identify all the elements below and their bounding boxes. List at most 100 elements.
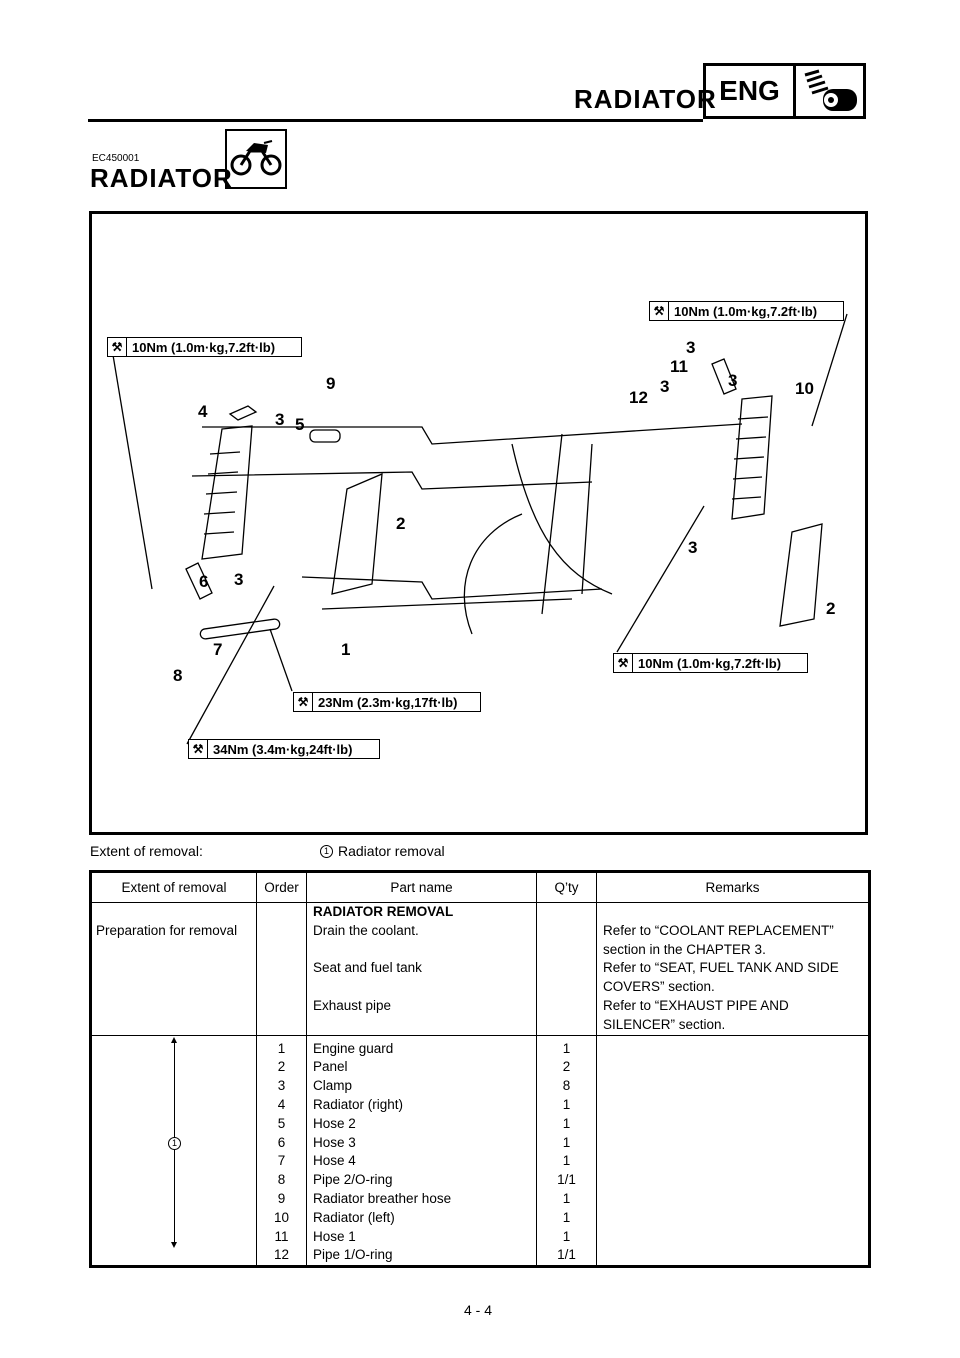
order-cell: 11 — [274, 1228, 289, 1244]
qty-cell: 1 — [562, 1040, 571, 1056]
table-row: 1 1 2 3 4 5 6 7 8 9 10 11 12 Engine guar… — [89, 1035, 871, 1269]
table-row: Preparation for removal RADIATOR REMOVAL… — [89, 902, 871, 1036]
page-number: 4 - 4 — [464, 1302, 493, 1318]
order-cell: 1 — [277, 1040, 286, 1056]
callout-number: 9 — [326, 374, 336, 393]
col-header: Extent of removal — [89, 870, 257, 903]
torque-spec: ⚒23Nm (2.3m·kg,17ft·lb) — [293, 692, 481, 712]
qty-cell: 1 — [562, 1190, 571, 1206]
callout-number: 12 — [629, 388, 648, 407]
callout-number: 6 — [199, 572, 209, 591]
order-cell: 6 — [277, 1134, 286, 1150]
remark-text: section in the CHAPTER 3. — [603, 941, 766, 957]
callout-number: 3 — [728, 371, 738, 390]
order-cell: 12 — [273, 1247, 290, 1263]
col-header: Q’ty — [536, 870, 597, 903]
col-header: Remarks — [596, 870, 871, 903]
wrench-icon: ⚒ — [108, 338, 127, 356]
order-cell: 5 — [277, 1115, 286, 1131]
qty-cell: 1 — [562, 1228, 571, 1244]
callout-number: 7 — [213, 640, 223, 659]
qty-cell: 1/1 — [557, 1247, 576, 1263]
part-name-cell: Hose 3 — [313, 1134, 356, 1150]
qty-cell: 8 — [562, 1078, 571, 1094]
part-name-cell: Clamp — [313, 1078, 353, 1094]
order-cell: 2 — [277, 1059, 286, 1075]
col-header: Part name — [306, 870, 537, 903]
remark-text: COVERS” section. — [603, 979, 715, 995]
remark-text: Refer to “SEAT, FUEL TANK AND SIDE — [603, 960, 839, 976]
extent-text: Radiator removal — [338, 843, 445, 859]
chapter-tab: ENG — [703, 63, 866, 119]
qty-cell: 1 — [562, 1134, 571, 1150]
circled-marker: 1 — [320, 844, 333, 858]
extent-value: 1 Radiator removal — [320, 843, 445, 859]
callout-number: 3 — [686, 338, 696, 357]
prep-step: Drain the coolant. — [313, 922, 419, 938]
remark-text: Refer to “COOLANT REPLACEMENT” — [603, 922, 834, 938]
callout-number: 3 — [275, 410, 285, 429]
order-cell: 7 — [277, 1153, 286, 1169]
order-cell: 3 — [277, 1078, 286, 1094]
remark-text: SILENCER” section. — [603, 1016, 726, 1032]
part-name-cell: Pipe 1/O-ring — [313, 1247, 393, 1263]
part-name-cell: Pipe 2/O-ring — [313, 1172, 393, 1188]
col-header: Order — [256, 870, 307, 903]
callout-number: 1 — [341, 640, 351, 659]
qty-cell: 1/1 — [557, 1172, 576, 1188]
engine-icon — [796, 66, 863, 116]
callout-number: 11 — [670, 357, 688, 376]
callout-number: 3 — [234, 570, 244, 589]
order-cell: 8 — [277, 1172, 286, 1188]
torque-spec: ⚒10Nm (1.0m·kg,7.2ft·lb) — [649, 301, 844, 321]
wrench-icon: ⚒ — [614, 654, 633, 672]
part-name-cell: Radiator (right) — [313, 1096, 404, 1112]
extent-label: Extent of removal: — [90, 843, 203, 859]
prep-step: Seat and fuel tank — [313, 960, 422, 976]
section-code: EC450001 — [92, 153, 140, 164]
table-header-row: Extent of removal Order Part name Q’ty R… — [89, 870, 871, 903]
order-cell: 10 — [273, 1209, 290, 1225]
arrow-down-icon — [171, 1241, 177, 1248]
qty-cell: 1 — [562, 1209, 571, 1225]
arrow-up-icon — [171, 1036, 177, 1043]
order-cell: 9 — [277, 1190, 286, 1206]
prep-step: Exhaust pipe — [313, 997, 392, 1013]
part-name-cell: Hose 1 — [313, 1228, 356, 1244]
running-header-title: RADIATOR — [574, 84, 717, 114]
qty-cell: 2 — [562, 1059, 571, 1075]
parts-table: Extent of removal Order Part name Q’ty R… — [89, 870, 871, 1269]
callout-number: 8 — [173, 666, 183, 685]
chapter-tag: ENG — [706, 66, 796, 116]
section-title: RADIATOR — [90, 163, 233, 193]
part-name-cell: Hose 4 — [313, 1153, 356, 1169]
procedure-heading: RADIATOR REMOVAL — [313, 904, 454, 919]
exploded-diagram: ⚒10Nm (1.0m·kg,7.2ft·lb) ⚒10Nm (1.0m·kg,… — [89, 211, 868, 835]
callout-number: 10 — [795, 379, 814, 398]
qty-cell: 1 — [562, 1115, 571, 1131]
part-name-cell: Radiator breather hose — [313, 1190, 452, 1206]
part-name-cell: Hose 2 — [313, 1115, 356, 1131]
motorcycle-icon — [225, 129, 287, 189]
callout-number: 5 — [295, 415, 305, 434]
callout-number: 3 — [660, 377, 670, 396]
remark-text: Refer to “EXHAUST PIPE AND — [603, 997, 789, 1013]
part-name-cell: Radiator (left) — [313, 1209, 395, 1225]
order-cell: 4 — [277, 1096, 286, 1112]
part-name-cell: Panel — [313, 1059, 348, 1075]
callout-number: 2 — [396, 514, 406, 533]
prep-label: Preparation for removal — [96, 922, 238, 938]
qty-cell: 1 — [562, 1153, 571, 1169]
qty-cell: 1 — [562, 1096, 571, 1112]
callout-number: 4 — [198, 402, 208, 421]
torque-spec: ⚒34Nm (3.4m·kg,24ft·lb) — [188, 739, 380, 759]
circled-marker: 1 — [168, 1136, 181, 1150]
header-rule — [88, 119, 703, 122]
callout-number: 3 — [688, 538, 698, 557]
wrench-icon: ⚒ — [294, 693, 313, 711]
callout-number: 2 — [826, 599, 836, 618]
torque-spec: ⚒10Nm (1.0m·kg,7.2ft·lb) — [613, 653, 808, 673]
wrench-icon: ⚒ — [189, 740, 208, 758]
wrench-icon: ⚒ — [650, 302, 669, 320]
range-bracket: 1 — [168, 1036, 181, 1248]
